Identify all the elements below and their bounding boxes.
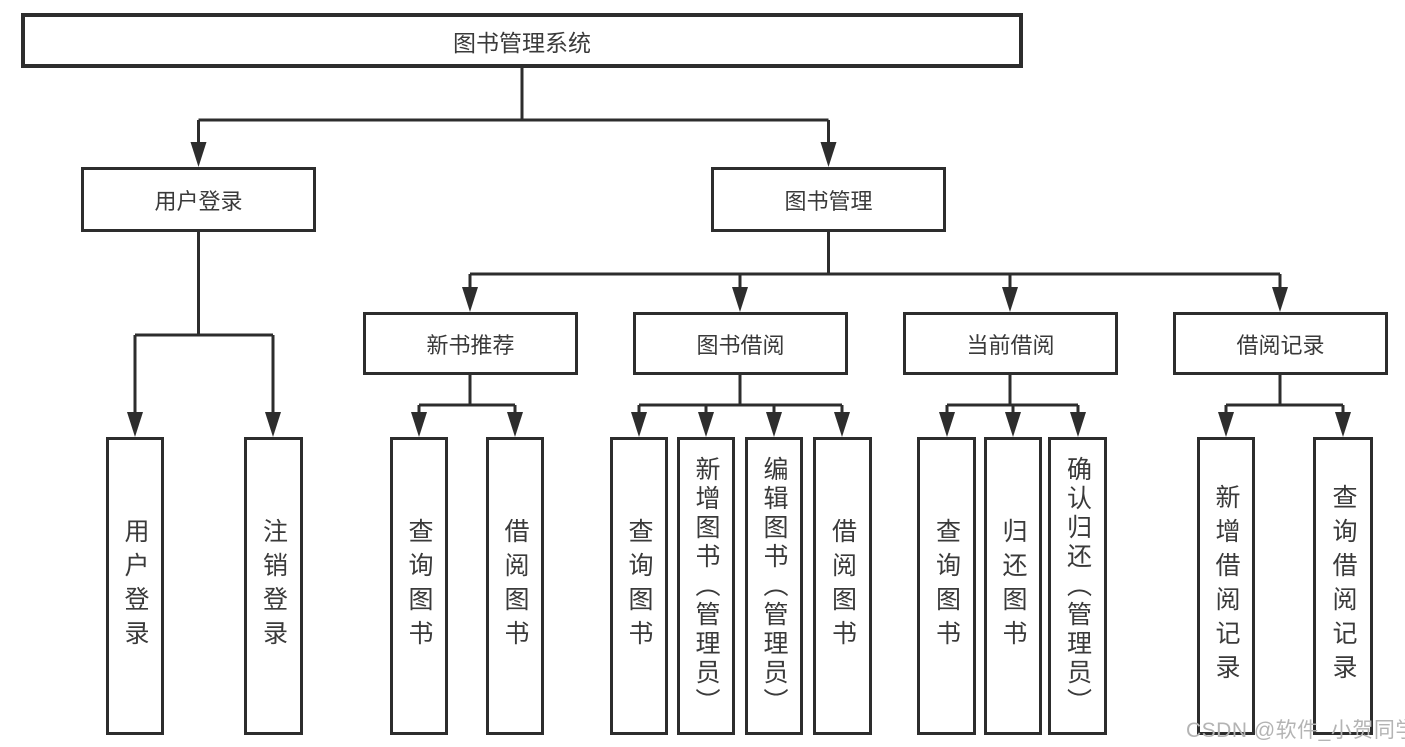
arrow-down-icon: [766, 412, 782, 437]
edge-borrow-records-children: [1224, 373, 1345, 416]
leaf-user-login: 用户登录: [106, 437, 164, 735]
node-new-book-recommend: 新书推荐: [363, 312, 578, 375]
node-library-management-system: 图书管理系统: [21, 13, 1023, 68]
edge-new-book-recommend-children: [417, 373, 517, 416]
edge-user-login-children: [133, 230, 275, 416]
arrow-down-icon: [939, 412, 955, 437]
edge-root-to-level2: [197, 66, 830, 146]
arrow-down-icon: [1070, 412, 1086, 437]
node-book-management: 图书管理: [711, 167, 946, 232]
leaf-query-books-borrow: 查询图书: [610, 437, 668, 735]
arrowheads: [127, 142, 1351, 437]
arrow-down-icon: [462, 287, 478, 312]
edge-current-borrow-children: [945, 373, 1080, 416]
node-borrow-records: 借阅记录: [1173, 312, 1388, 375]
edge-book-borrow-children: [637, 373, 844, 416]
arrow-down-icon: [190, 142, 207, 167]
edge-book-management-children: [468, 230, 1282, 291]
leaf-borrow-books-recommend: 借阅图书: [486, 437, 544, 735]
arrow-down-icon: [507, 412, 523, 437]
arrow-down-icon: [631, 412, 647, 437]
leaf-return-books: 归还图书: [984, 437, 1042, 735]
arrow-down-icon: [732, 287, 748, 312]
leaf-confirm-return-admin: 确认归还（管理员）: [1048, 437, 1107, 735]
arrow-down-icon: [1218, 412, 1234, 437]
arrow-down-icon: [411, 412, 427, 437]
arrow-down-icon: [127, 412, 143, 437]
leaf-add-books-admin: 新增图书（管理员）: [677, 437, 735, 735]
leaf-add-borrow-record: 新增借阅记录: [1197, 437, 1255, 735]
node-user-login: 用户登录: [81, 167, 316, 232]
node-current-borrow: 当前借阅: [903, 312, 1118, 375]
arrow-down-icon: [1005, 412, 1021, 437]
leaf-logout: 注销登录: [244, 437, 303, 735]
arrow-down-icon: [1002, 287, 1018, 312]
arrow-down-icon: [698, 412, 714, 437]
csdn-watermark: CSDN @软件_小贺同学: [1186, 719, 1405, 742]
arrow-down-icon: [1272, 287, 1288, 312]
leaf-edit-books-admin: 编辑图书（管理员）: [745, 437, 803, 735]
arrow-down-icon: [834, 412, 850, 437]
node-book-borrow: 图书借阅: [633, 312, 848, 375]
leaf-borrow-books: 借阅图书: [813, 437, 872, 735]
arrow-down-icon: [265, 412, 281, 437]
arrow-down-icon: [820, 142, 837, 167]
leaf-query-borrow-record: 查询借阅记录: [1313, 437, 1373, 735]
leaf-query-books-current: 查询图书: [917, 437, 976, 735]
leaf-query-books-recommend: 查询图书: [390, 437, 448, 735]
arrow-down-icon: [1335, 412, 1351, 437]
